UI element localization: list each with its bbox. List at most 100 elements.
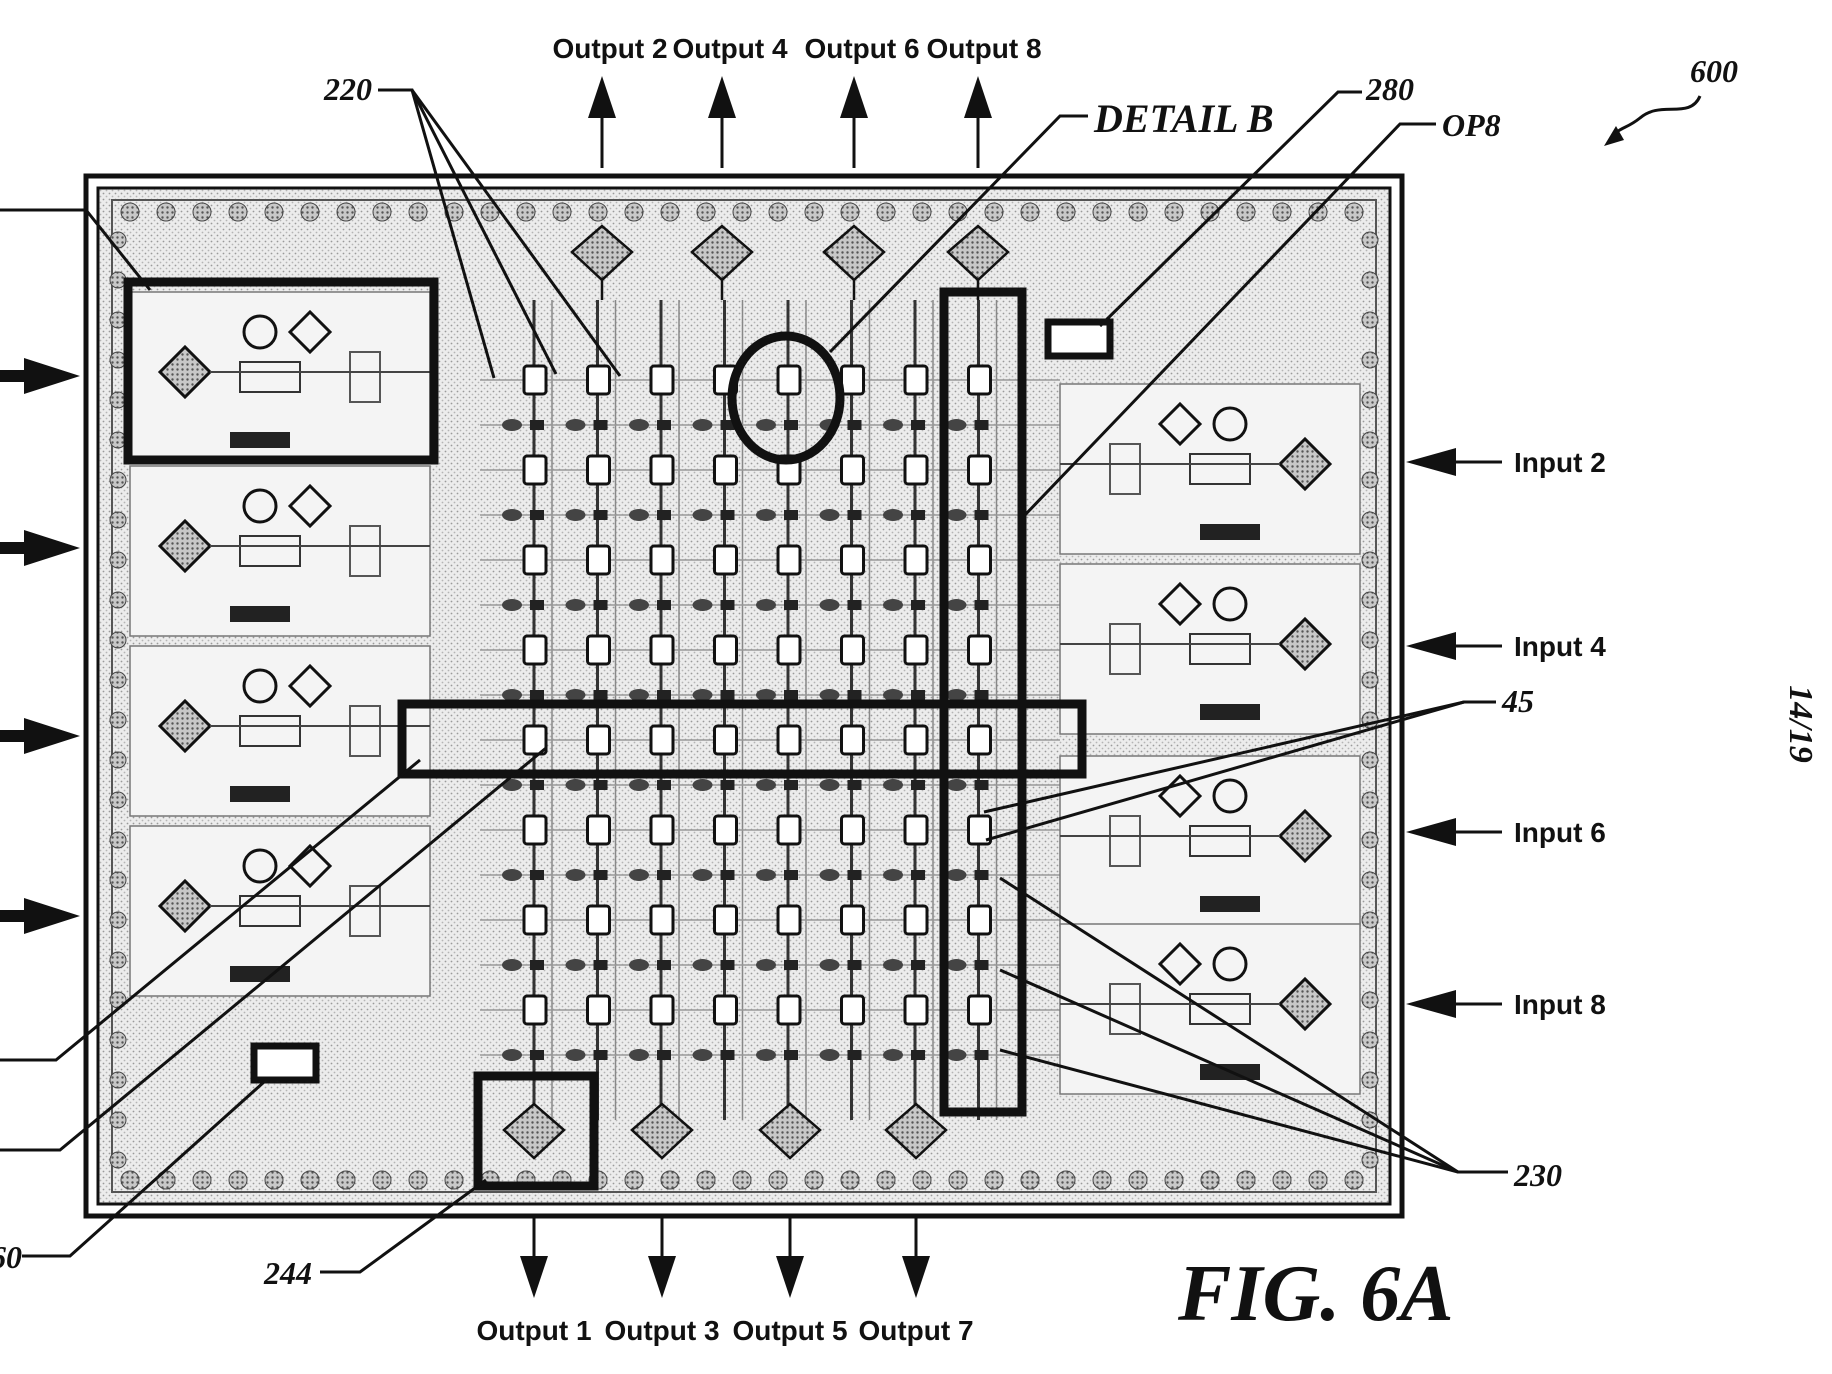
amplifier-block [129,825,431,997]
bond-pad [804,202,824,222]
pad-bar [1200,896,1260,912]
switch-node [565,599,586,611]
pad-bar [230,432,290,448]
switch-node [847,690,862,700]
switch-node [629,689,649,701]
bond-pad [876,1170,896,1190]
leader-230-b [999,968,1459,1174]
switch-cell [522,364,548,396]
inductor-shape [1157,401,1203,447]
inductor-shape [287,309,333,355]
output-5-label: Output 5 [732,1315,847,1346]
bond-pad [1361,311,1379,329]
switch-cell [713,454,738,486]
switch-node [629,869,649,881]
bond-pad [984,1170,1004,1190]
input-2-label: Input 2 [1514,447,1606,478]
input-4-arrowhead [1406,632,1456,660]
left-input-3-shaft [0,730,30,742]
output-balun [758,1102,822,1160]
pad-bar [230,786,290,802]
bond-pad [1056,202,1076,222]
output-3-arrowhead [648,1256,676,1298]
bond-pad [109,831,127,849]
bond-pad [109,951,127,969]
inductor-shape [287,663,333,709]
switch-node [692,419,713,431]
switch-cell [967,454,992,486]
input-6-arrowhead [1406,818,1456,846]
leader-220-c [410,89,622,377]
switch-node [819,509,840,521]
transistor [239,361,301,393]
figure-label: FIG. 6A [1177,1250,1454,1338]
detail-b-circle [727,331,845,465]
switch-node [911,870,925,880]
output-8-arrowhead [964,76,992,118]
switch-cell [649,454,675,486]
output-balun [884,1102,948,1160]
output-1-arrowhead [520,1256,548,1298]
output-7-label: Output 7 [858,1315,973,1346]
bond-pad [408,202,428,222]
switch-cell [713,544,738,576]
switch-node [565,779,586,791]
amplifier-block [1059,923,1361,1095]
switch-node [657,690,671,700]
capacitor [1109,623,1141,675]
switch-cell [522,724,548,756]
leader-244 [320,1178,487,1274]
switch-cell [967,544,992,576]
ref-60: 60 [0,1239,22,1275]
bond-pad [1361,951,1379,969]
switch-node [756,959,776,971]
output-2-label: Output 2 [552,33,667,64]
bond-pad [1128,202,1148,222]
bond-pad [732,202,752,222]
switch-node [847,960,862,970]
switch-node [657,1050,671,1060]
amplifier-block [1059,383,1361,555]
ref-600: 600 [1690,53,1738,89]
switch-node [756,689,776,701]
switch-node [784,870,798,880]
leader-600-arrowhead [1604,126,1624,146]
capacitor [349,351,381,403]
switch-cell [649,544,675,576]
highlight-box-upper-left [123,277,439,465]
switch-node [629,1049,649,1061]
bond-pad [948,202,968,222]
switch-node [756,509,776,521]
switch-cell [649,814,675,846]
bond-pad [732,1170,752,1190]
bond-pad [804,1170,824,1190]
output-balun [502,1102,566,1160]
switch-cell [903,544,929,576]
bond-pad [300,1170,320,1190]
output-8-label: Output 8 [926,33,1041,64]
amplifier-block [129,465,431,637]
switch-node [974,690,989,700]
switch-cell [840,544,865,576]
bottom-outputs: Output 1 Output 3 Output 5 Output 7 [476,1218,974,1346]
bond-pad [768,1170,788,1190]
bond-pad [336,1170,356,1190]
switch-node [530,960,544,970]
transistor [1189,453,1251,485]
bond-pad [660,1170,680,1190]
via-ring [242,488,278,524]
switch-node [911,690,925,700]
output-balun [822,224,886,282]
switch-cell [967,994,992,1026]
bond-pad [1092,202,1112,222]
switch-node [784,510,798,520]
switch-cell [903,724,929,756]
input-8-label: Input 8 [1514,989,1606,1020]
inductor-shape [1157,581,1203,627]
top-output-structures [570,224,1010,300]
switch-node [946,1049,967,1061]
bond-pad [109,511,127,529]
switch-cell [903,994,929,1026]
left-input-4-shaft [0,910,30,922]
